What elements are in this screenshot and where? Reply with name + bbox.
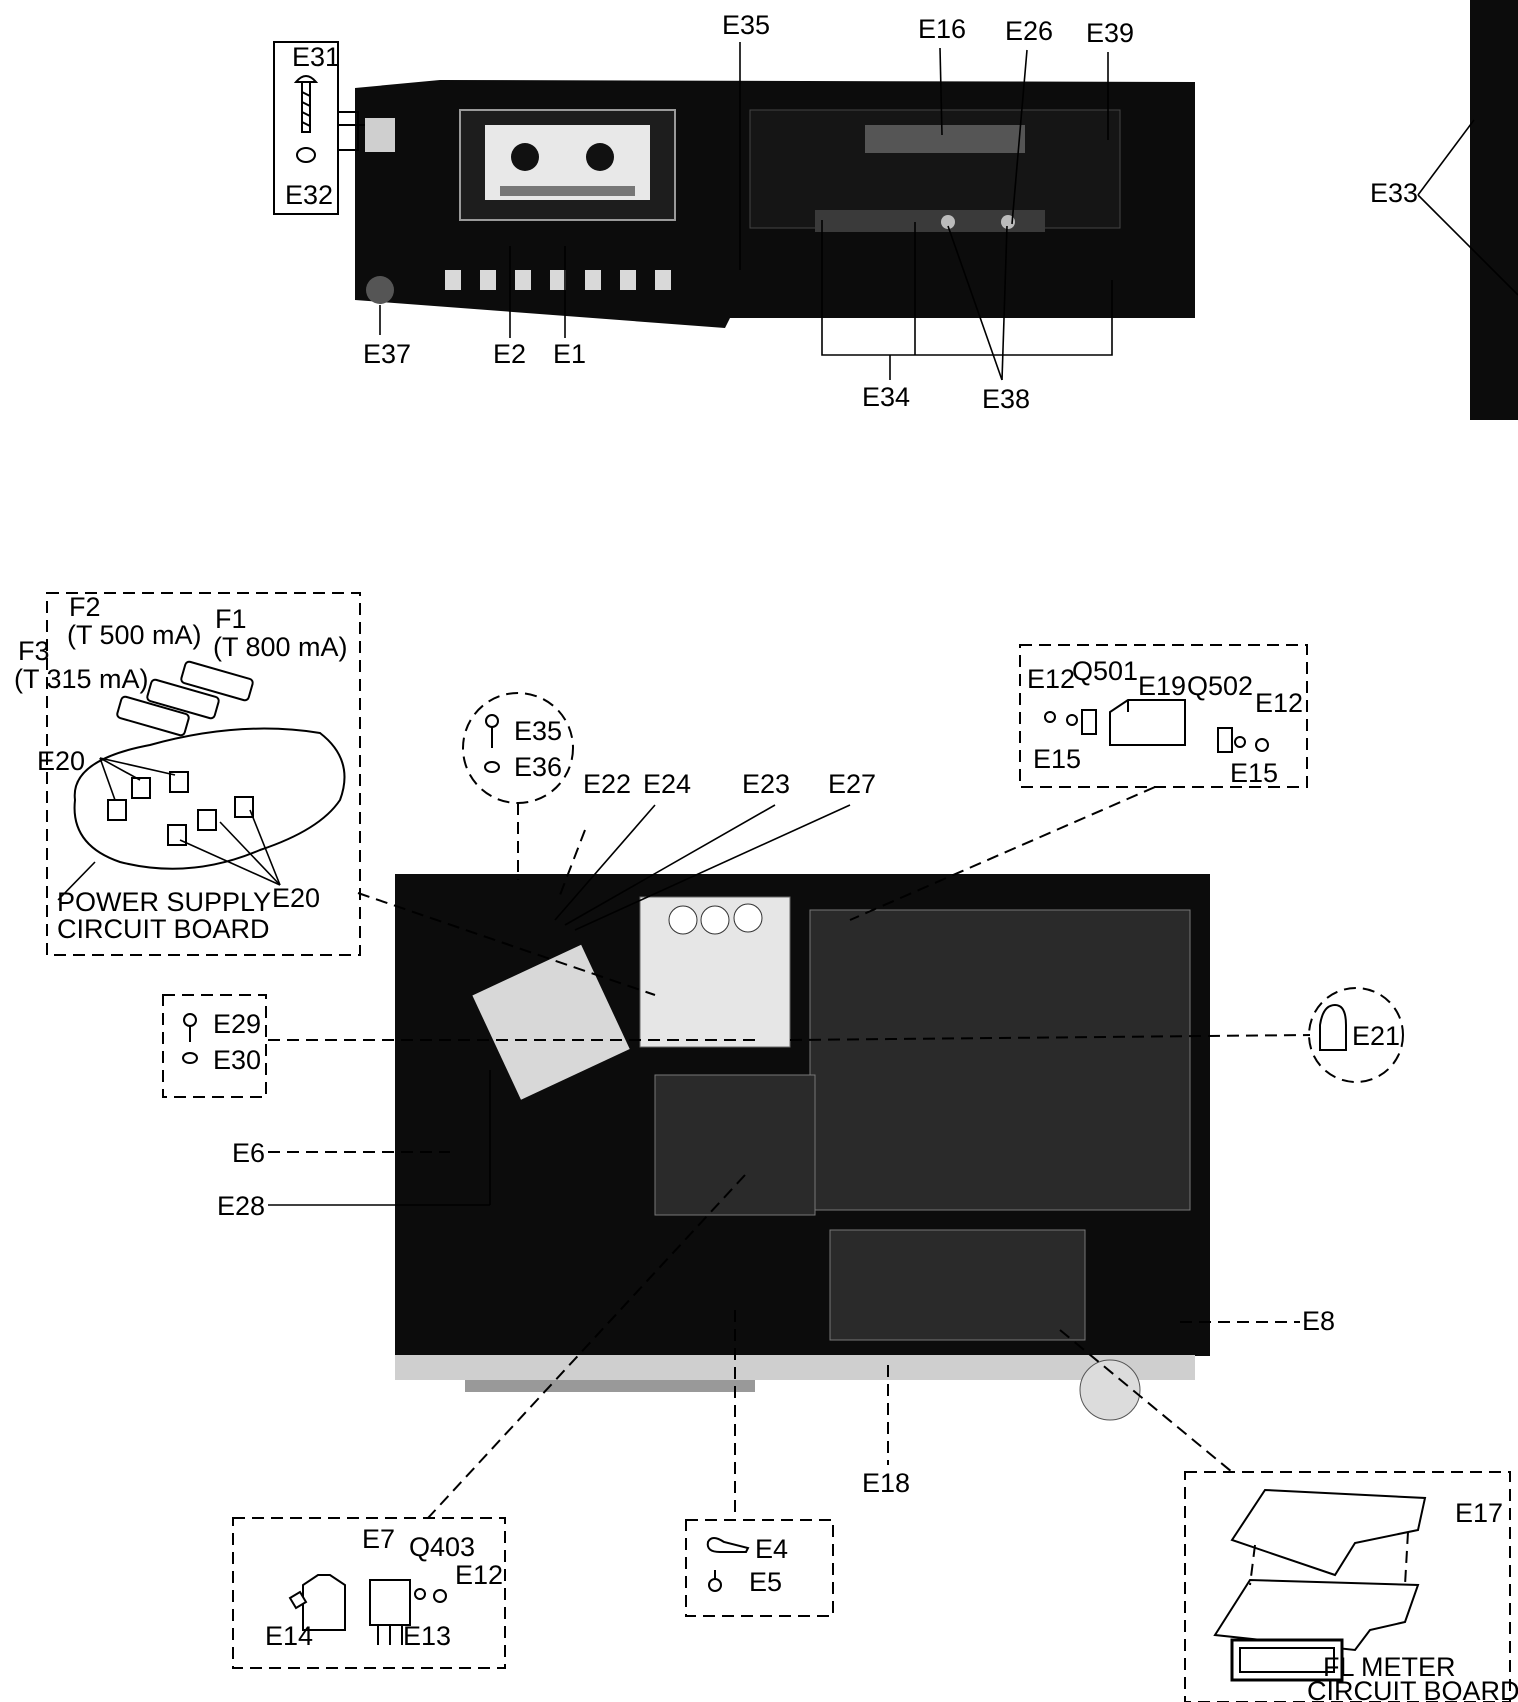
label-f1-rating: (T 800 mA) <box>213 632 348 662</box>
heatsink-e19-icon <box>1109 699 1186 746</box>
label-e39: E39 <box>1086 18 1134 48</box>
lug-screw-inset <box>685 1519 834 1617</box>
screw-e31-icon <box>293 75 319 133</box>
screw-inset-circle <box>462 692 574 804</box>
label-e12-b: E12 <box>1255 688 1303 718</box>
label-fl-meter-line1: FL METER <box>1323 1652 1456 1682</box>
label-e35: E35 <box>514 716 562 746</box>
screw-e12-c-icon <box>433 1589 447 1603</box>
label-e19: E19 <box>1138 671 1186 701</box>
fuse-clips-e20 <box>107 771 254 846</box>
label-e29: E29 <box>213 1009 261 1039</box>
label-e15-a: E15 <box>1033 744 1081 774</box>
washer-e30-icon <box>182 1052 198 1064</box>
screw-washer-inset-top <box>273 41 339 215</box>
label-e12-a: E12 <box>1027 664 1075 694</box>
fl-meter-inset <box>1184 1471 1511 1702</box>
top-leader-lines <box>379 42 1518 381</box>
label-f2-rating: (T 500 mA) <box>67 620 202 650</box>
screw-washer-inset-left <box>162 994 267 1098</box>
label-fl-meter-line2: CIRCUIT BOARD <box>1307 1676 1518 1702</box>
heatsink-e7-icon <box>302 1574 346 1631</box>
label-q403: Q403 <box>409 1532 475 1562</box>
label-f3-rating: (T 315 mA) <box>14 664 149 694</box>
label-e37: E37 <box>363 339 411 369</box>
label-e32: E32 <box>285 180 333 210</box>
label-f2: F2 <box>69 592 101 622</box>
label-e30: E30 <box>213 1045 261 1075</box>
label-e17: E17 <box>1455 1498 1503 1528</box>
label-e7: E7 <box>362 1524 395 1554</box>
label-e38: E38 <box>982 384 1030 414</box>
label-e5: E5 <box>749 1567 782 1597</box>
washer-e15-a-icon <box>1066 714 1078 726</box>
screw-e35-icon <box>485 714 499 748</box>
label-e6: E6 <box>232 1138 265 1168</box>
label-e1: E1 <box>553 339 586 369</box>
fuse-f3-icon <box>116 695 190 737</box>
transistor-q403-icon <box>369 1579 411 1626</box>
washer-e36-icon <box>484 761 500 773</box>
label-e16: E16 <box>918 14 966 44</box>
label-e4: E4 <box>755 1534 788 1564</box>
label-e26: E26 <box>1005 16 1053 46</box>
label-e20-a: E20 <box>37 746 85 776</box>
label-e28: E28 <box>217 1191 265 1221</box>
screw-e12-a-icon <box>1044 711 1056 723</box>
label-e13: E13 <box>403 1621 451 1651</box>
label-e14: E14 <box>265 1621 313 1651</box>
label-e22: E22 <box>583 769 631 799</box>
label-f1: F1 <box>215 604 247 634</box>
label-e20-b: E20 <box>272 883 320 913</box>
label-e35-top: E35 <box>722 10 770 40</box>
washer-e32-icon <box>296 147 316 163</box>
label-e34: E34 <box>862 382 910 412</box>
fuses <box>116 660 254 737</box>
screw-e5-icon <box>708 1570 722 1592</box>
label-q501: Q501 <box>1072 656 1138 686</box>
label-e24: E24 <box>643 769 691 799</box>
label-e23: E23 <box>742 769 790 799</box>
chassis-leader-lines <box>268 786 1311 1520</box>
label-f3: F3 <box>18 636 50 666</box>
clip-e21-icon <box>1319 1003 1347 1051</box>
side-panel-photo <box>1470 0 1518 420</box>
transistor-q502-icon <box>1217 727 1233 753</box>
power-supply-board-outline <box>73 727 346 870</box>
label-e12-c: E12 <box>455 1560 503 1590</box>
label-e27: E27 <box>828 769 876 799</box>
screw-e12-b-icon <box>1255 738 1269 752</box>
label-e31: E31 <box>292 42 340 72</box>
label-e8: E8 <box>1302 1306 1335 1336</box>
washer-e13-icon <box>414 1588 426 1600</box>
washer-e15-b-icon <box>1234 736 1246 748</box>
front-panel-photo <box>355 80 1195 328</box>
label-e21: E21 <box>1352 1021 1400 1051</box>
transistor-heatsink-inset <box>1019 644 1308 788</box>
shield-e17-icon <box>1230 1488 1427 1577</box>
label-e2: E2 <box>493 339 526 369</box>
fl-meter-board-icon <box>1213 1578 1420 1652</box>
label-e33: E33 <box>1370 178 1418 208</box>
label-e15-b: E15 <box>1230 758 1278 788</box>
transistor-q501-icon <box>1081 709 1097 735</box>
label-power-supply-line1: POWER SUPPLY <box>57 887 271 917</box>
fuse-f2-icon <box>146 678 220 720</box>
main-chassis-photo <box>395 874 1210 1421</box>
label-e18: E18 <box>862 1468 910 1498</box>
fuse-f1-icon <box>180 660 254 702</box>
label-power-supply-line2: CIRCUIT BOARD <box>57 914 270 944</box>
power-supply-inset <box>46 592 361 956</box>
q403-heatsink-inset <box>232 1517 506 1669</box>
label-q502: Q502 <box>1187 671 1253 701</box>
label-e36: E36 <box>514 752 562 782</box>
clip-inset-circle <box>1308 987 1404 1083</box>
lug-e4-icon <box>706 1537 750 1553</box>
screw-e29-icon <box>183 1013 197 1042</box>
nut-e14-icon <box>288 1590 308 1610</box>
